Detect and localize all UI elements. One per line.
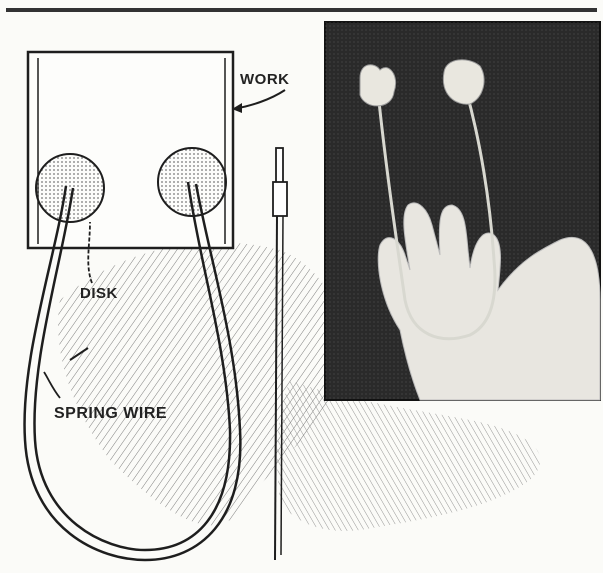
photo-panel [325,22,600,400]
spring-wire-leader [44,372,60,398]
top-rule [6,8,597,12]
work-label: WORK [240,71,290,88]
work-arrow [238,90,285,108]
spring-wire-label: SPRING WIRE [54,405,167,422]
photo-left-disk [360,65,396,106]
disk-label: DISK [80,285,118,302]
